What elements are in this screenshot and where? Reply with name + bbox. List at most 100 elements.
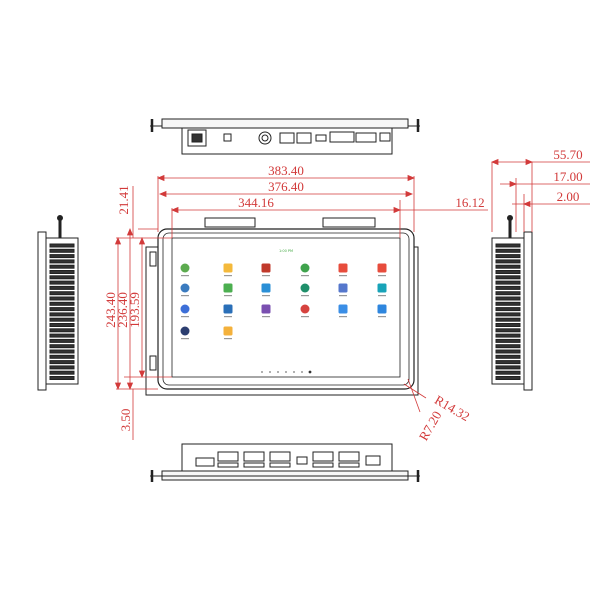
heatsink-fin	[49, 338, 75, 343]
heatsink-fin	[49, 280, 75, 285]
gear-icon[interactable]	[300, 283, 310, 293]
dim-bezel-width: 376.40	[268, 179, 304, 194]
app-label-mark	[224, 338, 232, 340]
camera-icon[interactable]	[377, 263, 387, 273]
dim-depth-total: 55.70	[553, 147, 582, 162]
heatsink-fin	[495, 270, 521, 274]
bottom-view	[150, 443, 420, 482]
heatsink-fin	[495, 291, 521, 296]
app-label-mark	[378, 295, 386, 297]
app-label-mark	[301, 295, 309, 297]
heatsink-fin	[49, 323, 75, 327]
app-label-mark	[224, 275, 232, 277]
launcher-icon[interactable]	[180, 263, 190, 273]
heatsink-fin	[49, 301, 75, 306]
app-label-mark	[181, 316, 189, 318]
top-view	[150, 118, 420, 155]
heatsink-fin	[495, 354, 521, 359]
heatsink-fin	[495, 307, 521, 312]
heatsink-fin	[495, 323, 521, 327]
play-icon[interactable]	[377, 283, 387, 293]
video-icon[interactable]	[261, 304, 271, 314]
heatsink-fin	[49, 317, 75, 322]
heatsink-fin	[49, 291, 75, 296]
left-heatsink-fins	[49, 243, 75, 380]
chrome-icon[interactable]	[377, 304, 387, 314]
dim-screen-width: 344.16	[238, 195, 274, 210]
heatsink-fin	[495, 275, 521, 280]
files-icon[interactable]	[223, 263, 233, 273]
browser-icon[interactable]	[261, 283, 271, 293]
heatsink-fin	[49, 344, 75, 349]
front-view: 1:00 PM	[145, 217, 419, 396]
dim-depth-small: 2.00	[557, 189, 580, 204]
heatsink-fin	[49, 349, 75, 354]
dim-depth-mid: 17.00	[553, 169, 582, 184]
app-label-mark	[301, 316, 309, 318]
app-label-mark	[181, 338, 189, 340]
store-icon[interactable]	[300, 304, 310, 314]
search-icon[interactable]	[180, 304, 190, 314]
rj45-port	[279, 132, 295, 144]
heatsink-fin	[495, 344, 521, 349]
heatsink-fin	[495, 312, 521, 317]
screen	[171, 237, 401, 378]
folder-icon[interactable]	[223, 326, 233, 336]
heatsink-fin	[495, 243, 521, 248]
dim-outer-width: 383.40	[268, 163, 304, 178]
heatsink-fin	[495, 264, 521, 269]
settings-icon[interactable]	[261, 263, 271, 273]
contacts-icon[interactable]	[223, 304, 233, 314]
heatsink-fin	[495, 285, 521, 290]
power-switch	[223, 133, 232, 142]
heatsink-fin	[49, 370, 75, 375]
heatsink-fin	[49, 365, 75, 370]
heatsink-fin	[49, 254, 75, 259]
heatsink-fin	[49, 354, 75, 359]
gallery-icon[interactable]	[180, 283, 190, 293]
heatsink-fin	[49, 328, 75, 333]
app-label-mark	[262, 316, 270, 318]
heatsink-fin	[495, 338, 521, 343]
left-antenna	[204, 217, 256, 228]
app-label-mark	[262, 295, 270, 297]
app-label-mark	[339, 295, 347, 297]
heatsink-fin	[49, 376, 75, 380]
apps-icon[interactable]	[300, 263, 310, 273]
dim-right-offset: 16.12	[455, 195, 484, 210]
heatsink-fin	[49, 312, 75, 317]
heatsink-fin	[495, 301, 521, 306]
clock-icon[interactable]	[180, 326, 190, 336]
app-label-mark	[339, 316, 347, 318]
nav-bar	[261, 370, 312, 374]
power-socket	[187, 129, 207, 147]
globe-icon[interactable]	[338, 283, 348, 293]
dim-radius-inner: R7.20	[416, 408, 445, 443]
dc-jack	[258, 131, 272, 145]
download-icon[interactable]	[223, 283, 233, 293]
app-label-mark	[339, 275, 347, 277]
heatsink-fin	[49, 307, 75, 312]
dim-bezel-offset: 21.41	[116, 185, 131, 214]
heatsink-fin	[495, 365, 521, 370]
heatsink-fin	[495, 259, 521, 264]
heatsink-fin	[495, 370, 521, 375]
heatsink-fin	[49, 275, 75, 280]
heatsink-fin	[495, 349, 521, 354]
dim-screen-height: 193.59	[127, 292, 142, 328]
vga-port	[329, 131, 355, 143]
heatsink-fin	[49, 360, 75, 365]
app-label-mark	[181, 295, 189, 297]
app-label-mark	[224, 295, 232, 297]
heatsink-fin	[49, 270, 75, 274]
recorder-icon[interactable]	[338, 263, 348, 273]
heatsink-fin	[495, 280, 521, 285]
heatsink-fin	[49, 259, 75, 264]
right-heatsink-fins	[495, 243, 521, 380]
heatsink-fin	[495, 360, 521, 365]
dimension-lines	[114, 158, 590, 440]
heatsink-fin	[495, 248, 521, 253]
heatsink-fin	[495, 333, 521, 338]
user-icon[interactable]	[338, 304, 348, 314]
